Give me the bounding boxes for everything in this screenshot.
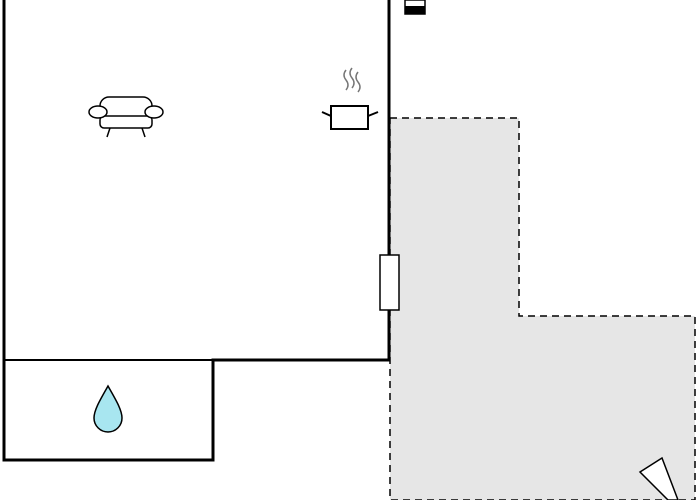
water-drop-icon bbox=[93, 384, 123, 433]
sofa-icon bbox=[88, 96, 164, 138]
exterior-wall bbox=[2, 0, 391, 462]
door-icon bbox=[404, 0, 426, 15]
camera-view-icon bbox=[638, 456, 679, 500]
terrace-area bbox=[389, 117, 696, 500]
cooking-pot-icon bbox=[321, 67, 379, 130]
window-icon bbox=[379, 254, 400, 311]
